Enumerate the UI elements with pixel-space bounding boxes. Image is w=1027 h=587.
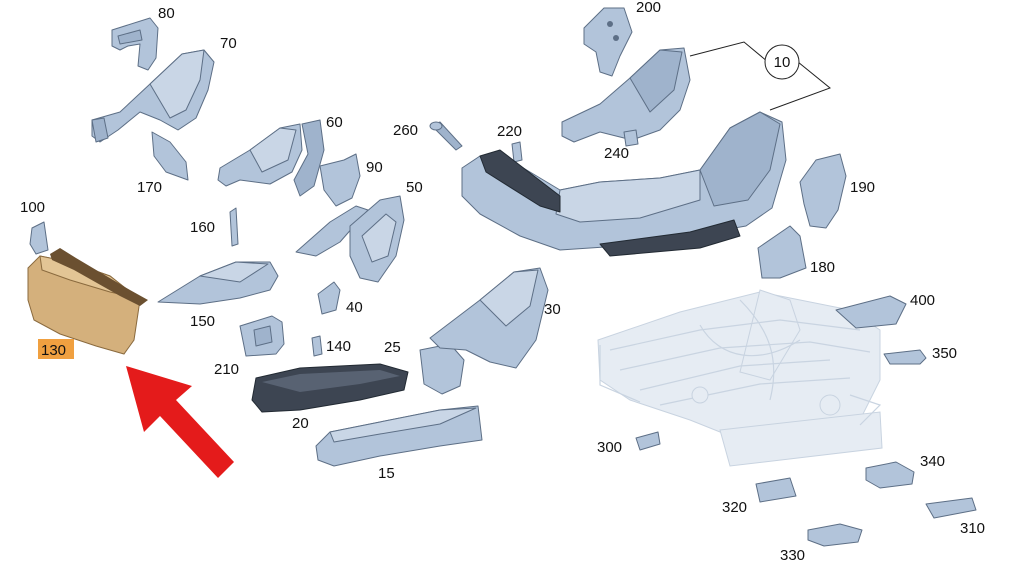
part-320 [755,477,797,503]
label-200: 200 [636,0,661,16]
label-330: 330 [780,547,805,564]
part-220 [511,141,523,163]
label-60: 60 [326,114,343,131]
part-80 [111,17,159,71]
label-10: 10 [774,54,791,71]
part-400 [835,295,907,329]
label-100: 100 [20,199,45,216]
part-70 [91,49,215,143]
label-400: 400 [910,292,935,309]
part-340 [865,461,915,489]
label-20: 20 [292,415,309,432]
part-160 [229,207,239,247]
part-10 [561,47,691,143]
part-330 [807,523,863,547]
highlight-130-bg [38,339,74,359]
label-40: 40 [346,299,363,316]
part-240 [623,129,639,147]
part-310 [925,497,977,519]
label-160: 160 [190,219,215,236]
part-130 [27,248,148,355]
seat-base-frame [461,111,787,257]
red-arrow [126,366,234,478]
label-140: 140 [326,338,351,355]
label-130: 130 [41,342,66,359]
label-220: 220 [497,123,522,140]
label-260: 260 [393,122,418,139]
part-60 [217,119,325,197]
label-90: 90 [366,159,383,176]
part-50 [295,195,405,283]
part-300 [635,431,661,451]
callout-10-circle [764,44,800,80]
part-200 [583,7,633,77]
part-90 [319,153,361,207]
part-30 [429,267,549,369]
label-340: 340 [920,453,945,470]
part-100 [29,221,49,255]
label-210: 210 [214,361,239,378]
label-25: 25 [384,339,401,356]
label-310: 310 [960,520,985,537]
seat-frame-ghost [597,289,883,467]
part-170 [151,131,189,181]
label-170: 170 [137,179,162,196]
part-15 [315,405,483,467]
part-210 [239,315,285,357]
part-40 [317,281,341,315]
part-180 [757,225,807,279]
label-70: 70 [220,35,237,52]
part-25 [419,343,465,395]
label-15: 15 [378,465,395,482]
label-240: 240 [604,145,629,162]
callout-10-leaders [689,41,831,111]
label-350: 350 [932,345,957,362]
label-150: 150 [190,313,215,330]
label-80: 80 [158,5,175,22]
part-20 [251,363,409,413]
label-180: 180 [810,259,835,276]
part-140 [311,335,323,357]
label-300: 300 [597,439,622,456]
part-190 [799,153,847,229]
label-190: 190 [850,179,875,196]
label-50: 50 [406,179,423,196]
part-350 [883,349,927,365]
label-320: 320 [722,499,747,516]
part-150 [157,261,279,305]
label-30: 30 [544,301,561,318]
part-260 [429,121,463,151]
